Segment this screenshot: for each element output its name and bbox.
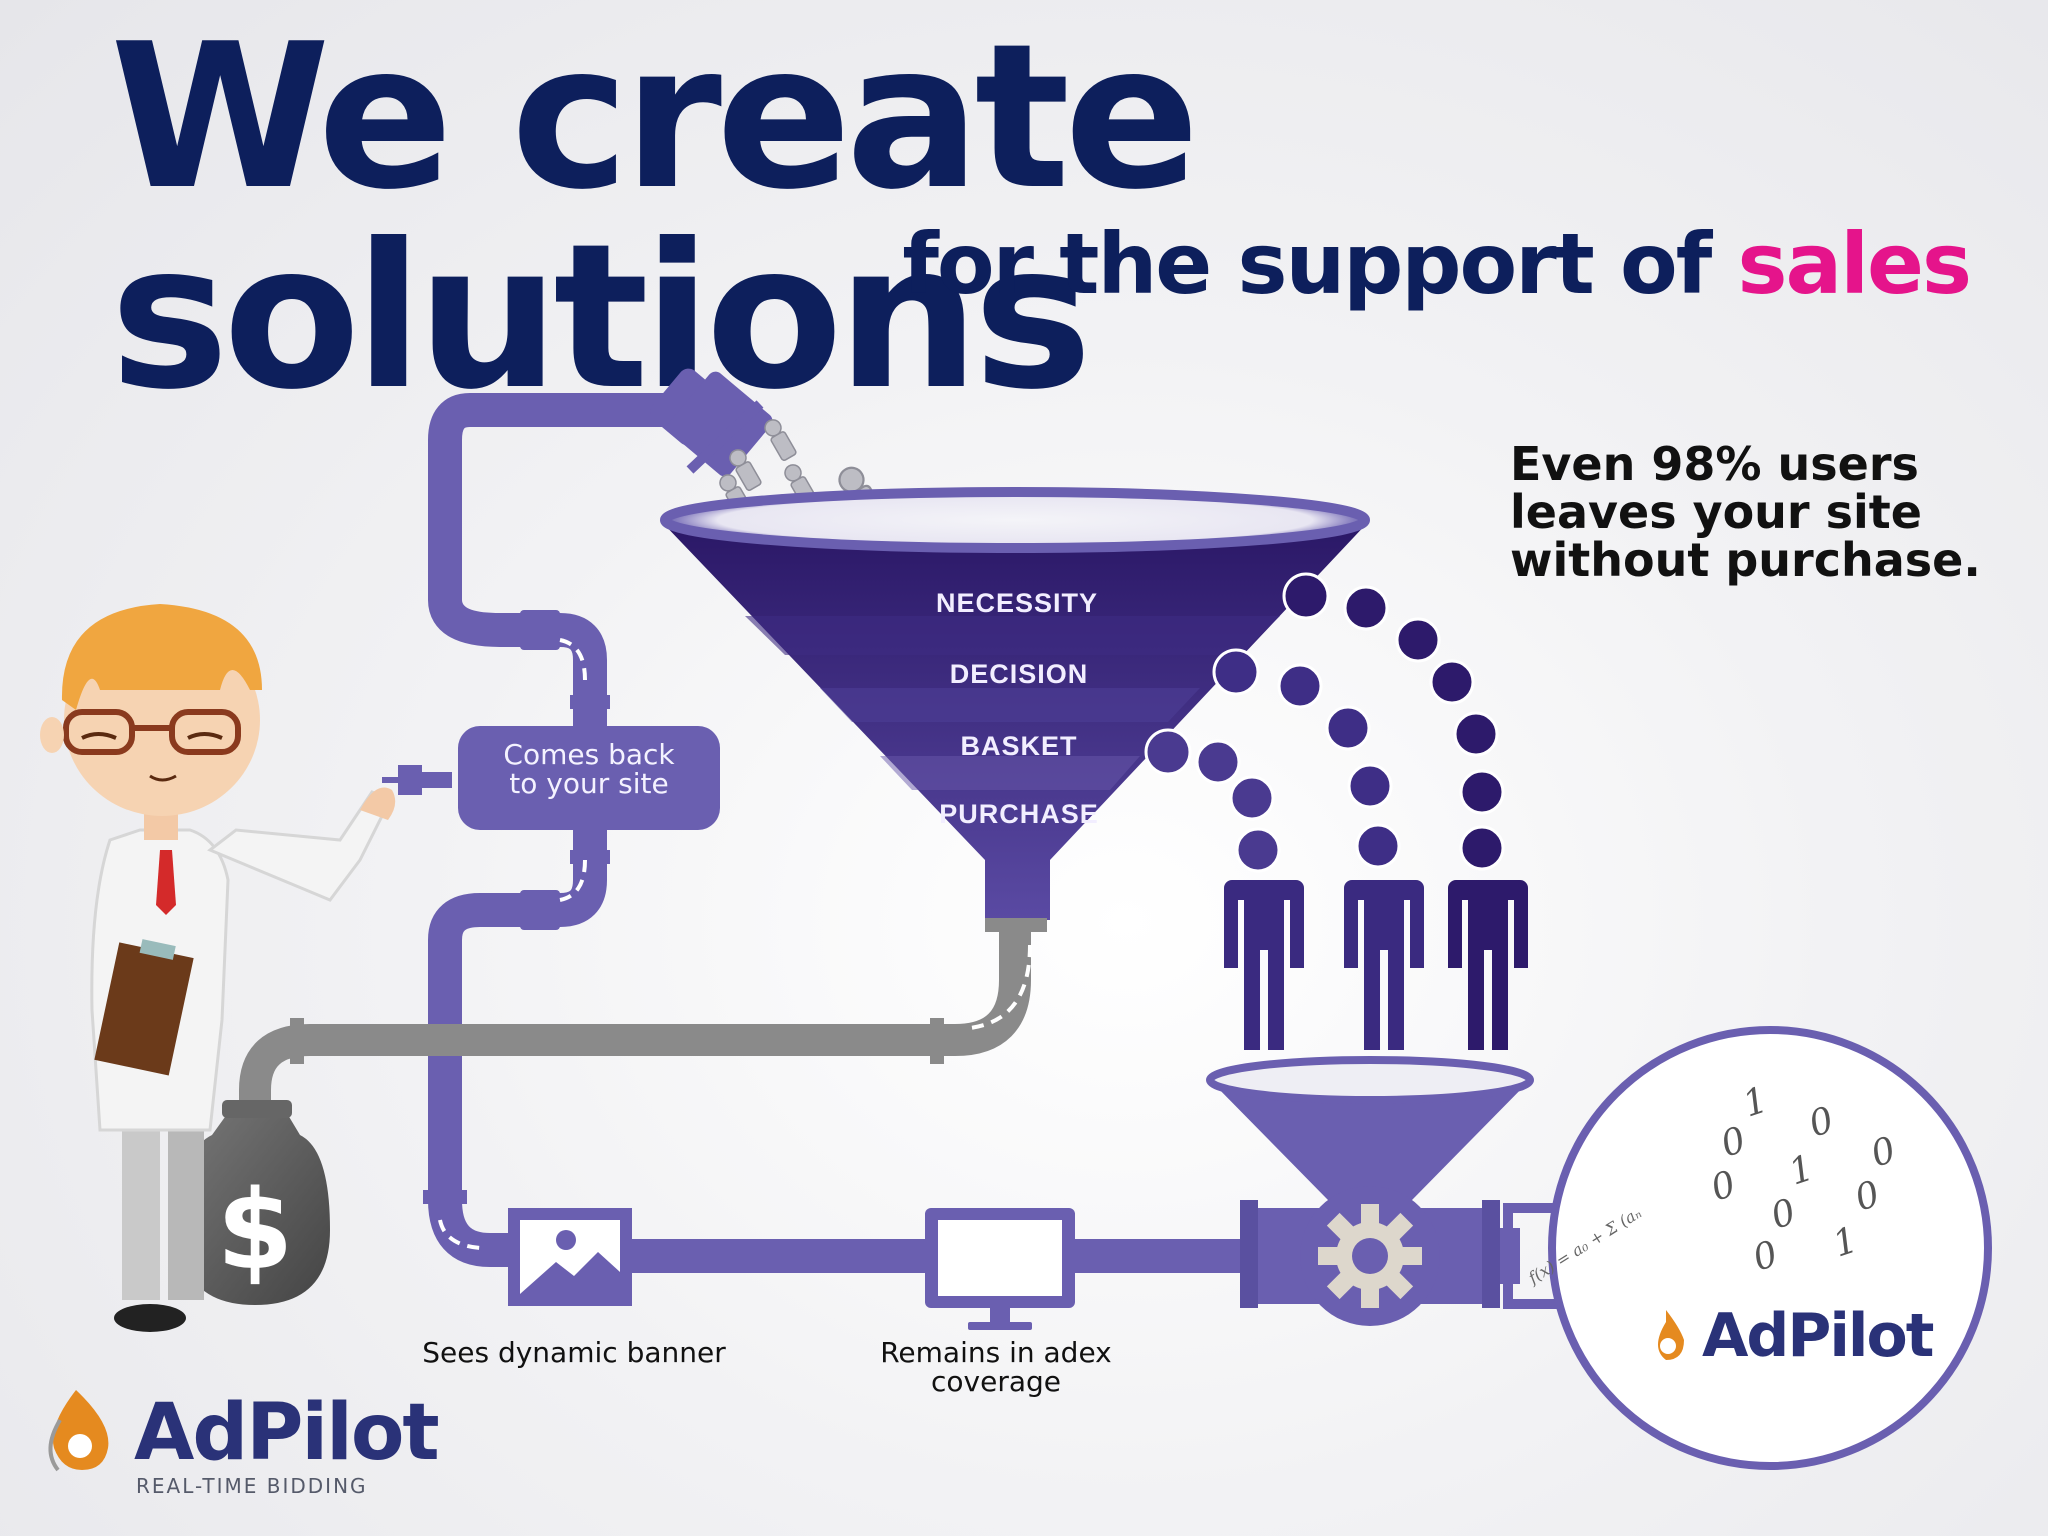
dollar-sack-icon: $ [180, 1100, 330, 1305]
banner-step-label: Sees dynamic banner [422, 1336, 726, 1369]
dropoff-statistic: Even 98% users leaves your site without … [1510, 440, 1981, 584]
adex-label-line: coverage [931, 1365, 1061, 1398]
pipe-joints [423, 610, 610, 1204]
adex-step-label: Remains in adex coverage [846, 1338, 1146, 1396]
main-funnel [660, 487, 1370, 920]
brand-tagline: REAL-TIME BIDDING [136, 1474, 368, 1498]
gear-icon [1318, 1204, 1422, 1308]
headline: We create solutions [110, 1, 1200, 434]
purple-pipe [428, 393, 1240, 1273]
svg-text:$: $ [217, 1166, 294, 1294]
funnel-stage-necessity: NECESSITY [935, 588, 1099, 618]
image-banner-icon [508, 1208, 632, 1306]
brand-logo: AdPilot [134, 1388, 440, 1478]
data-lens-circle [1548, 1026, 1992, 1470]
person-icon [1342, 880, 1424, 1050]
subheadline-text: for the support of [902, 215, 1712, 313]
adex-label-line: Remains in adex [880, 1336, 1112, 1369]
comes-back-line: to your site [509, 767, 669, 800]
funnel-stage-decision: DECISION [949, 659, 1089, 689]
stat-line: without purchase. [1510, 533, 1981, 587]
comes-back-box [458, 726, 720, 830]
funnel-stage-purchase: PURCHASE [939, 799, 1099, 829]
person-icon [1222, 880, 1304, 1050]
flame-logo-icon [1658, 1310, 1684, 1360]
pipe-highlights [438, 638, 587, 1250]
comes-back-line: Comes back [503, 738, 675, 771]
subheadline-accent: sales [1737, 215, 1972, 313]
stat-line: Even 98% users [1510, 437, 1919, 491]
person-icon [1446, 880, 1528, 1050]
stat-line: leaves your site [1510, 485, 1922, 539]
dropoff-dots [1144, 572, 1505, 873]
valve-handle-icon [382, 765, 452, 795]
flame-logo-icon [48, 1390, 109, 1472]
shower-head [650, 368, 773, 477]
circle-logo: AdPilot [1702, 1301, 1934, 1371]
analyst-character [40, 604, 396, 1332]
subheadline: for the support of sales [902, 222, 1972, 306]
comes-back-label: Comes back to your site [460, 740, 718, 798]
gray-drain-pipe [239, 918, 1047, 1110]
monitor-icon [925, 1208, 1075, 1330]
funnel-stage-basket: BASKET [960, 731, 1078, 761]
